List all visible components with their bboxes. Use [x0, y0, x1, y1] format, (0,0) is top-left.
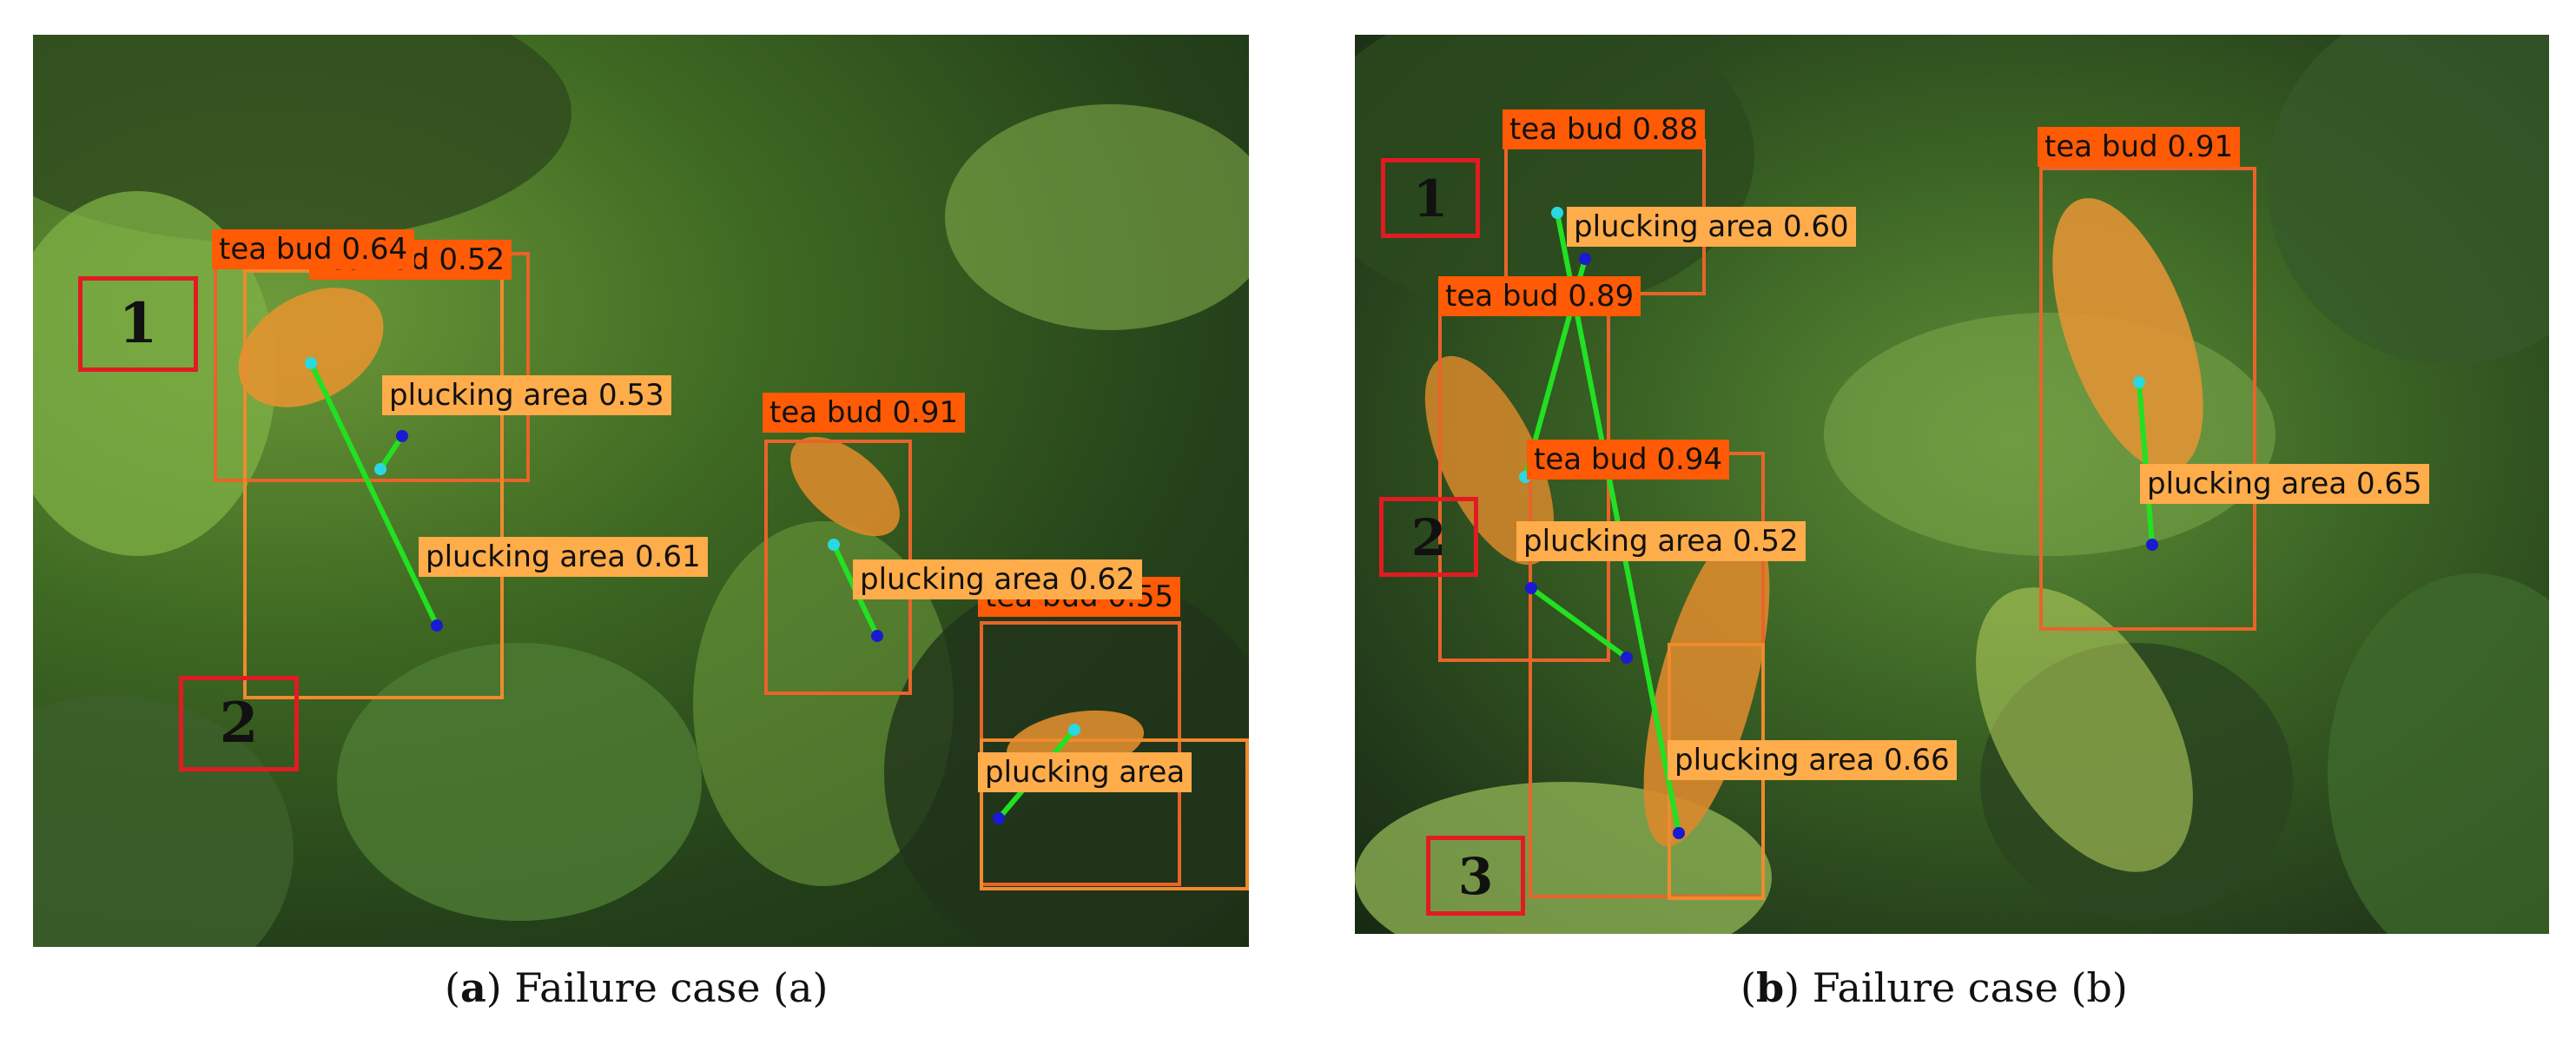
caption-b-text: Failure case (b): [1812, 964, 2128, 1011]
tea-bud-label: tea bud 0.64: [212, 229, 415, 269]
keypoint-link: [378, 434, 405, 471]
keypoint-bottom: [993, 812, 1005, 824]
keypoint-link: [308, 361, 439, 627]
failure-marker-1: 1: [1381, 158, 1480, 238]
keypoint-top: [374, 463, 386, 475]
keypoint-overlay-a: [305, 357, 1080, 824]
failure-marker-1: 1: [78, 276, 198, 372]
photo-panel-a: tea bud 0.52 tea bud 0.64 plucking area …: [33, 35, 1249, 947]
caption-b: (b) Failure case (b): [1740, 964, 2128, 1011]
tea-bud-label: tea bud 0.94: [1527, 440, 1730, 480]
failure-marker-3: 3: [1426, 836, 1525, 916]
keypoint-top: [2133, 376, 2145, 388]
failure-marker-2: 2: [1379, 497, 1478, 577]
photo-panel-b: tea bud 0.88 plucking area 0.60 tea bud …: [1355, 35, 2549, 934]
keypoint-top: [1551, 207, 1563, 219]
plucking-area-label: plucking area 0.65: [2140, 464, 2429, 504]
keypoint-top: [1068, 724, 1080, 736]
plucking-area-box: [980, 738, 1249, 890]
failure-marker-2: 2: [179, 676, 299, 771]
caption-a-letter: a: [459, 964, 486, 1011]
keypoint-top: [1621, 652, 1633, 664]
tea-plant-photo-a: [33, 35, 1249, 947]
keypoint-top: [305, 357, 317, 369]
keypoint-bottom: [431, 619, 443, 632]
plucking-area-label: plucking area 0.52: [1516, 521, 1806, 561]
keypoint-bottom: [1579, 253, 1591, 265]
keypoint-link: [1529, 586, 1628, 660]
keypoint-bottom: [1673, 827, 1685, 839]
keypoint-bottom: [871, 630, 883, 642]
tea-bud-label: tea bud 0.91: [763, 393, 966, 433]
keypoint-top: [828, 539, 840, 551]
caption-a-text: Failure case (a): [514, 964, 829, 1011]
caption-b-letter: b: [1755, 964, 1785, 1011]
plucking-area-label: plucking area 0.53: [382, 375, 671, 415]
plucking-area-label: plucking area 0.62: [853, 559, 1142, 599]
tea-bud-label: tea bud 0.88: [1503, 109, 1706, 149]
plucking-area-label: plucking area: [978, 752, 1192, 792]
plucking-area-label: plucking area 0.60: [1567, 207, 1856, 247]
tea-bud-label: tea bud 0.91: [2038, 127, 2241, 167]
keypoint-link: [2137, 381, 2155, 546]
plucking-area-label: plucking area 0.66: [1668, 740, 1957, 780]
tea-bud-label: tea bud 0.89: [1438, 276, 1641, 316]
keypoint-bottom: [396, 430, 408, 442]
keypoint-bottom: [2146, 539, 2158, 551]
tea-bud-box: [2039, 167, 2256, 631]
keypoint-bottom: [1525, 582, 1537, 594]
caption-a: (a) Failure case (a): [445, 964, 829, 1011]
plucking-area-label: plucking area 0.61: [419, 537, 708, 577]
